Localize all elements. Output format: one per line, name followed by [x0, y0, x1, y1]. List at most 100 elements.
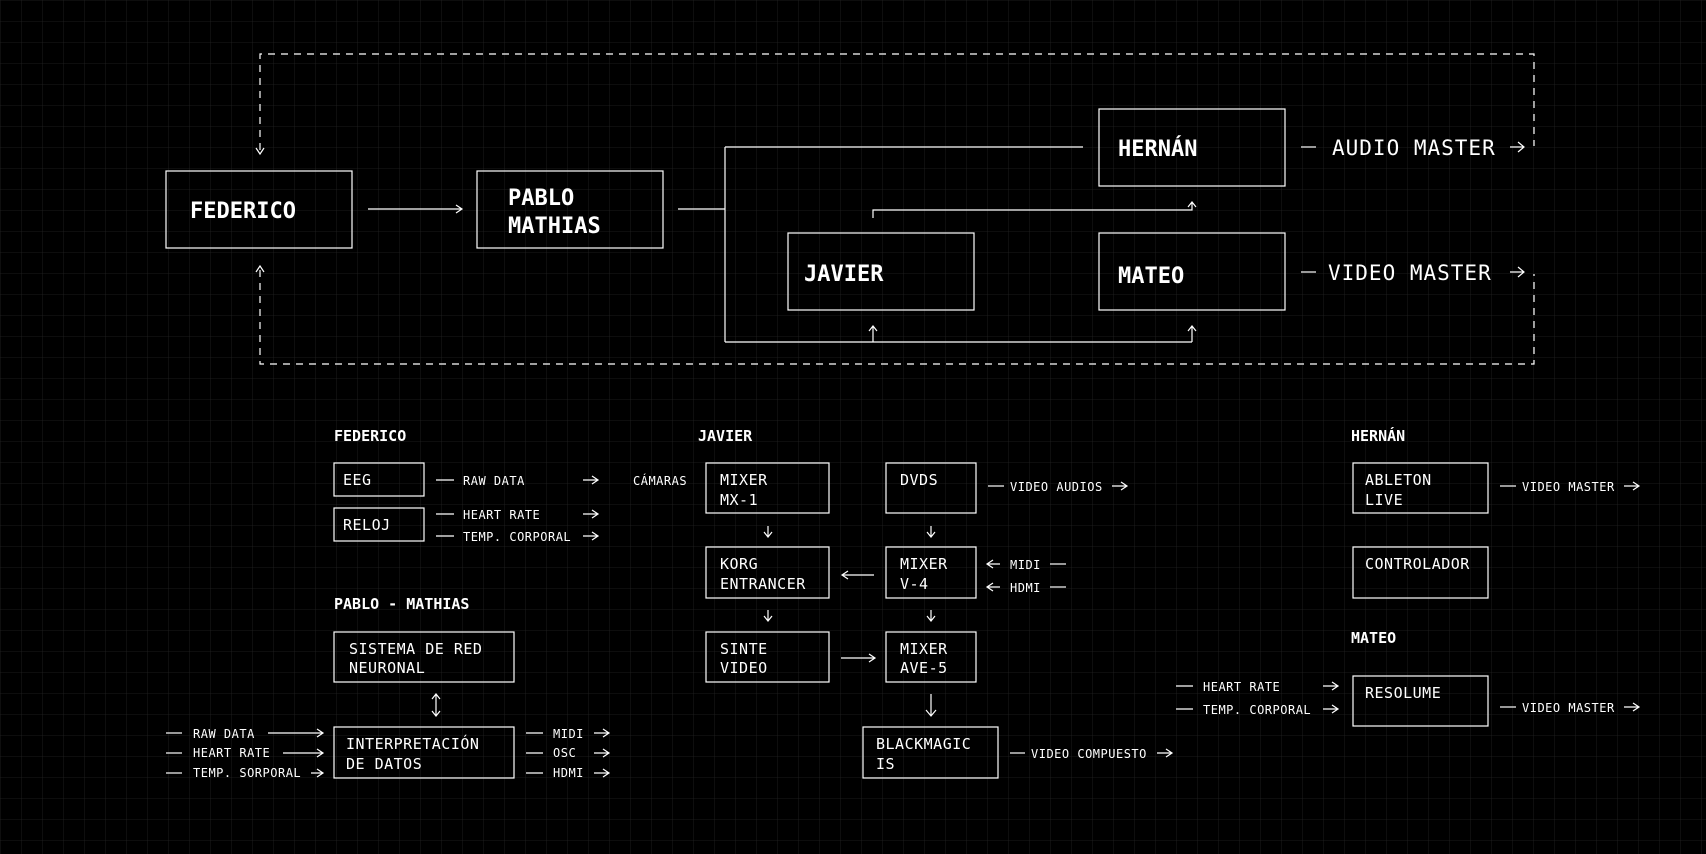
temp-corporal-arrow-icon — [583, 531, 600, 541]
audio-master-label: AUDIO MASTER — [1332, 136, 1496, 160]
controlador-label: CONTROLADOR — [1365, 555, 1470, 573]
mixer-mx1-box — [705, 462, 830, 514]
mateo-heading: MATEO — [1351, 629, 1396, 647]
top-diagram: FEDERICO PABLO MATHIAS HERNÁN JAVIER MAT… — [165, 53, 1535, 365]
raw-data-label: RAW DATA — [463, 474, 525, 488]
mixer-ave5-label-2: AVE-5 — [900, 659, 948, 677]
javier-node — [787, 232, 975, 311]
resolume-box — [1352, 675, 1489, 727]
feedback-loop-top — [259, 53, 1535, 150]
red-neuronal-label-2: NEURONAL — [349, 659, 425, 677]
hdmi-in-arrow-icon — [985, 582, 1000, 592]
controlador-box — [1352, 546, 1489, 599]
resolume-label: RESOLUME — [1365, 684, 1441, 702]
mixer-mx1-label-1: MIXER — [720, 471, 768, 489]
video-audios-label: VIDEO AUDIOS — [1010, 480, 1103, 494]
heart-rate-label: HEART RATE — [463, 508, 540, 522]
sinte-video-label-1: SINTE — [720, 640, 768, 658]
video-master-arrow-icon — [1510, 266, 1525, 278]
temp-corporal-label: TEMP. CORPORAL — [463, 530, 571, 544]
hernan-node-label: HERNÁN — [1118, 136, 1197, 162]
camaras-label: CÁMARAS — [633, 473, 687, 488]
out-osc-arrow-icon — [594, 748, 611, 758]
blackmagic-label-2: IS — [876, 755, 895, 773]
resolume-video-master-label: VIDEO MASTER — [1522, 701, 1615, 715]
ableton-video-master-label: VIDEO MASTER — [1522, 480, 1615, 494]
sinte-video-box — [705, 631, 830, 683]
in-heart-label: HEART RATE — [193, 746, 270, 760]
out-hdmi-label: HDMI — [553, 766, 584, 780]
mateo-heart-arrow-icon — [1323, 681, 1340, 691]
pablo-heading: PABLO - MATHIAS — [334, 595, 469, 613]
in-heart-arrow-icon — [283, 748, 325, 758]
interpretacion-label-2: DE DATOS — [346, 755, 422, 773]
mateo-node-label: MATEO — [1118, 264, 1184, 289]
out-osc-label: OSC — [553, 746, 576, 760]
mixer-ave5-label-1: MIXER — [900, 640, 948, 658]
pablo-section: PABLO - MATHIAS SISTEMA DE RED NEURONAL … — [166, 595, 611, 780]
reloj-label: RELOJ — [343, 516, 391, 534]
mixer-ave5-box — [885, 631, 977, 683]
blackmagic-label-1: BLACKMAGIC — [876, 735, 971, 753]
video-audios-arrow-icon — [1112, 481, 1129, 491]
javier-heading: JAVIER — [698, 427, 753, 445]
mateo-section: MATEO HEART RATE TEMP. CORPORAL RESOLUME… — [1176, 629, 1641, 727]
ave5-down-arrow-icon — [925, 694, 937, 717]
pablo-node-label-1: PABLO — [508, 186, 574, 211]
mateo-heart-label: HEART RATE — [1203, 680, 1280, 694]
mixer-v4-label-2: V-4 — [900, 575, 929, 593]
hernan-heading: HERNÁN — [1351, 426, 1405, 445]
mx1-down-arrow-icon — [763, 526, 773, 538]
out-midi-label: MIDI — [553, 727, 584, 741]
mixer-v4-box — [885, 546, 977, 599]
sinte-to-ave5-arrow-icon — [841, 653, 877, 663]
interpretacion-box — [333, 726, 515, 779]
feedback-loop-bottom — [259, 270, 1535, 365]
video-master-label: VIDEO MASTER — [1328, 261, 1492, 285]
red-neuronal-label-1: SISTEMA DE RED — [349, 640, 482, 658]
javier-to-hernan-arrow-icon — [872, 201, 1197, 218]
to-mateo-arrow-icon — [1187, 325, 1197, 342]
ableton-label-2: LIVE — [1365, 491, 1403, 509]
feedback-arrow-up-icon — [255, 264, 265, 273]
in-raw-label: RAW DATA — [193, 727, 255, 741]
dvds-down-arrow-icon — [926, 526, 936, 538]
pablo-to-hernan-line — [678, 146, 1083, 342]
javier-node-label: JAVIER — [804, 262, 884, 287]
raw-data-arrow-icon — [583, 475, 600, 485]
federico-section: FEDERICO EEG RAW DATA RELOJ HEART RATE T… — [333, 427, 600, 544]
eeg-label: EEG — [343, 471, 372, 489]
mixer-mx1-label-2: MX-1 — [720, 491, 758, 509]
hernan-section: HERNÁN ABLETON LIVE VIDEO MASTER CONTROL… — [1351, 426, 1641, 599]
korg-down-arrow-icon — [763, 610, 773, 622]
eeg-box — [333, 462, 425, 497]
sinte-video-label-2: VIDEO — [720, 659, 768, 677]
korg-box — [705, 546, 830, 599]
in-temp-arrow-icon — [311, 768, 325, 778]
hernan-node — [1098, 108, 1286, 187]
in-temp-label: TEMP. SORPORAL — [193, 766, 301, 780]
dvds-box — [885, 462, 977, 514]
in-raw-arrow-icon — [268, 728, 325, 738]
reloj-box — [333, 507, 425, 542]
video-compuesto-arrow-icon — [1157, 748, 1174, 758]
mateo-temp-label: TEMP. CORPORAL — [1203, 703, 1311, 717]
ableton-video-master-arrow-icon — [1624, 481, 1641, 491]
heart-rate-arrow-icon — [583, 509, 600, 519]
korg-label-1: KORG — [720, 555, 758, 573]
mateo-temp-arrow-icon — [1323, 704, 1340, 714]
interpretacion-label-1: INTERPRETACIÓN — [346, 734, 479, 753]
dvds-label: DVDS — [900, 471, 938, 489]
to-javier-arrow-icon — [868, 325, 878, 342]
korg-label-2: ENTRANCER — [720, 575, 806, 593]
federico-node-label: FEDERICO — [190, 199, 296, 224]
midi-in-arrow-icon — [985, 559, 1000, 569]
mateo-node — [1098, 232, 1286, 311]
ableton-label-1: ABLETON — [1365, 471, 1432, 489]
javier-section: JAVIER CÁMARAS MIXER MX-1 DVDS VIDEO AUD… — [633, 427, 1174, 779]
v4-midi-label: MIDI — [1010, 558, 1041, 572]
ableton-box — [1352, 462, 1489, 514]
federico-node — [165, 170, 353, 249]
